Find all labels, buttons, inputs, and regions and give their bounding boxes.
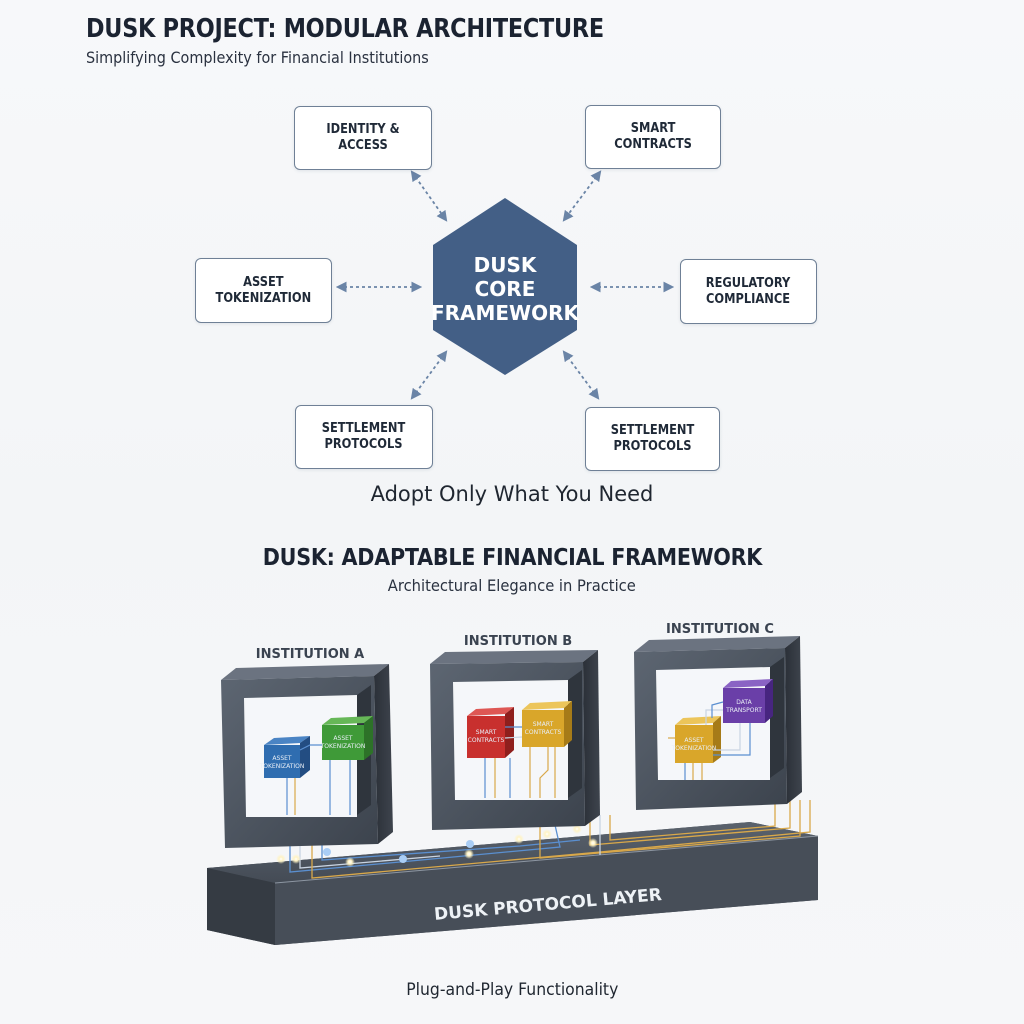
section-subtitle: Architectural Elegance in Practice xyxy=(0,576,1024,595)
module-settlement-protocols-left: SETTLEMENT PROTOCOLS xyxy=(295,405,433,469)
institution-a-label: INSTITUTION A xyxy=(256,647,364,662)
institution-b-label: INSTITUTION B xyxy=(464,634,572,649)
cube-b1-label-2: CONTRACTS xyxy=(468,737,505,744)
core-diagram: DUSK CORE FRAMEWORK xyxy=(335,170,675,400)
institution-c-label: INSTITUTION C xyxy=(666,622,774,637)
connector-identity xyxy=(410,170,448,222)
module-smart-contracts: SMART CONTRACTS xyxy=(585,105,721,169)
module-cube-b2: SMART CONTRACTS xyxy=(522,701,572,747)
module-label: SMART CONTRACTS xyxy=(614,121,692,152)
cube-a1-label-2: TOKENIZATION xyxy=(259,763,305,770)
cube-c1-label-1: ASSET xyxy=(684,737,704,744)
cube-c2-label-1: DATA xyxy=(736,699,752,706)
connector-settlement-right xyxy=(562,350,600,400)
module-label: REGULATORY COMPLIANCE xyxy=(706,275,791,307)
cube-a2-label-1: ASSET xyxy=(333,735,353,742)
cube-a1-label-1: ASSET xyxy=(272,755,292,762)
section-subtitle-text: Architectural Elegance in Practice xyxy=(387,576,637,595)
main-subtitle: Simplifying Complexity for Financial Ins… xyxy=(86,48,429,67)
cube-b2-label-1: SMART xyxy=(533,721,554,728)
connector-settlement-left xyxy=(410,350,448,400)
cube-a2-label-2: TOKENIZATION xyxy=(320,743,366,750)
signal-lights xyxy=(276,824,598,867)
institution-b: INSTITUTION B SMART CONTRACTS SMART CONT… xyxy=(430,634,600,830)
module-cube-c1: ASSET TOKENIZATION xyxy=(671,716,721,763)
protocol-layer: DUSK PROTOCOL LAYER xyxy=(207,822,819,945)
institution-c: INSTITUTION C DATA TRANSPORT ASSET TOKEN… xyxy=(634,622,802,810)
module-label: SETTLEMENT PROTOCOLS xyxy=(610,423,695,454)
cube-c2-label-2: TRANSPORT xyxy=(725,707,762,714)
cube-c1-label-2: TOKENIZATION xyxy=(671,745,717,752)
tagline-text: Adopt Only What You Need xyxy=(370,482,654,506)
core-line-2: CORE xyxy=(475,277,536,301)
core-hexagon xyxy=(433,198,577,375)
module-settlement-protocols-right: SETTLEMENT PROTOCOLS xyxy=(585,407,720,471)
module-cube-b1: SMART CONTRACTS xyxy=(467,707,514,758)
module-label: IDENTITY & ACCESS xyxy=(326,122,400,153)
core-line-3: FRAMEWORK xyxy=(431,301,581,325)
cube-b1-label-1: SMART xyxy=(476,729,497,736)
module-cube-c2: DATA TRANSPORT xyxy=(723,679,773,723)
module-label: ASSET TOKENIZATION xyxy=(215,274,312,306)
module-cube-a1: ASSET TOKENIZATION xyxy=(259,736,310,778)
module-regulatory-compliance: REGULATORY COMPLIANCE xyxy=(680,259,817,324)
module-identity-access: IDENTITY & ACCESS xyxy=(294,106,432,170)
module-asset-tokenization: ASSET TOKENIZATION xyxy=(195,258,332,323)
cube-b2-label-2: CONTRACTS xyxy=(525,729,562,736)
footer-caption: Plug-and-Play Functionality xyxy=(0,980,1024,1000)
section-title-text: DUSK: ADAPTABLE FINANCIAL FRAMEWORK xyxy=(262,545,762,571)
tagline: Adopt Only What You Need xyxy=(0,482,1024,506)
section-title: DUSK: ADAPTABLE FINANCIAL FRAMEWORK xyxy=(0,545,1024,571)
connector-smart-contracts xyxy=(562,170,602,222)
main-title: DUSK PROJECT: MODULAR ARCHITECTURE xyxy=(86,14,604,44)
module-label: SETTLEMENT PROTOCOLS xyxy=(322,421,406,452)
institution-a: INSTITUTION A ASSET TOKENIZATION ASSET T… xyxy=(221,647,393,848)
institution-illustration: DUSK PROTOCOL LAYER INSTITUTION A xyxy=(207,622,819,945)
core-line-1: DUSK xyxy=(474,253,538,277)
footer-text: Plug-and-Play Functionality xyxy=(405,980,619,1000)
module-cube-a2: ASSET TOKENIZATION xyxy=(320,716,373,760)
